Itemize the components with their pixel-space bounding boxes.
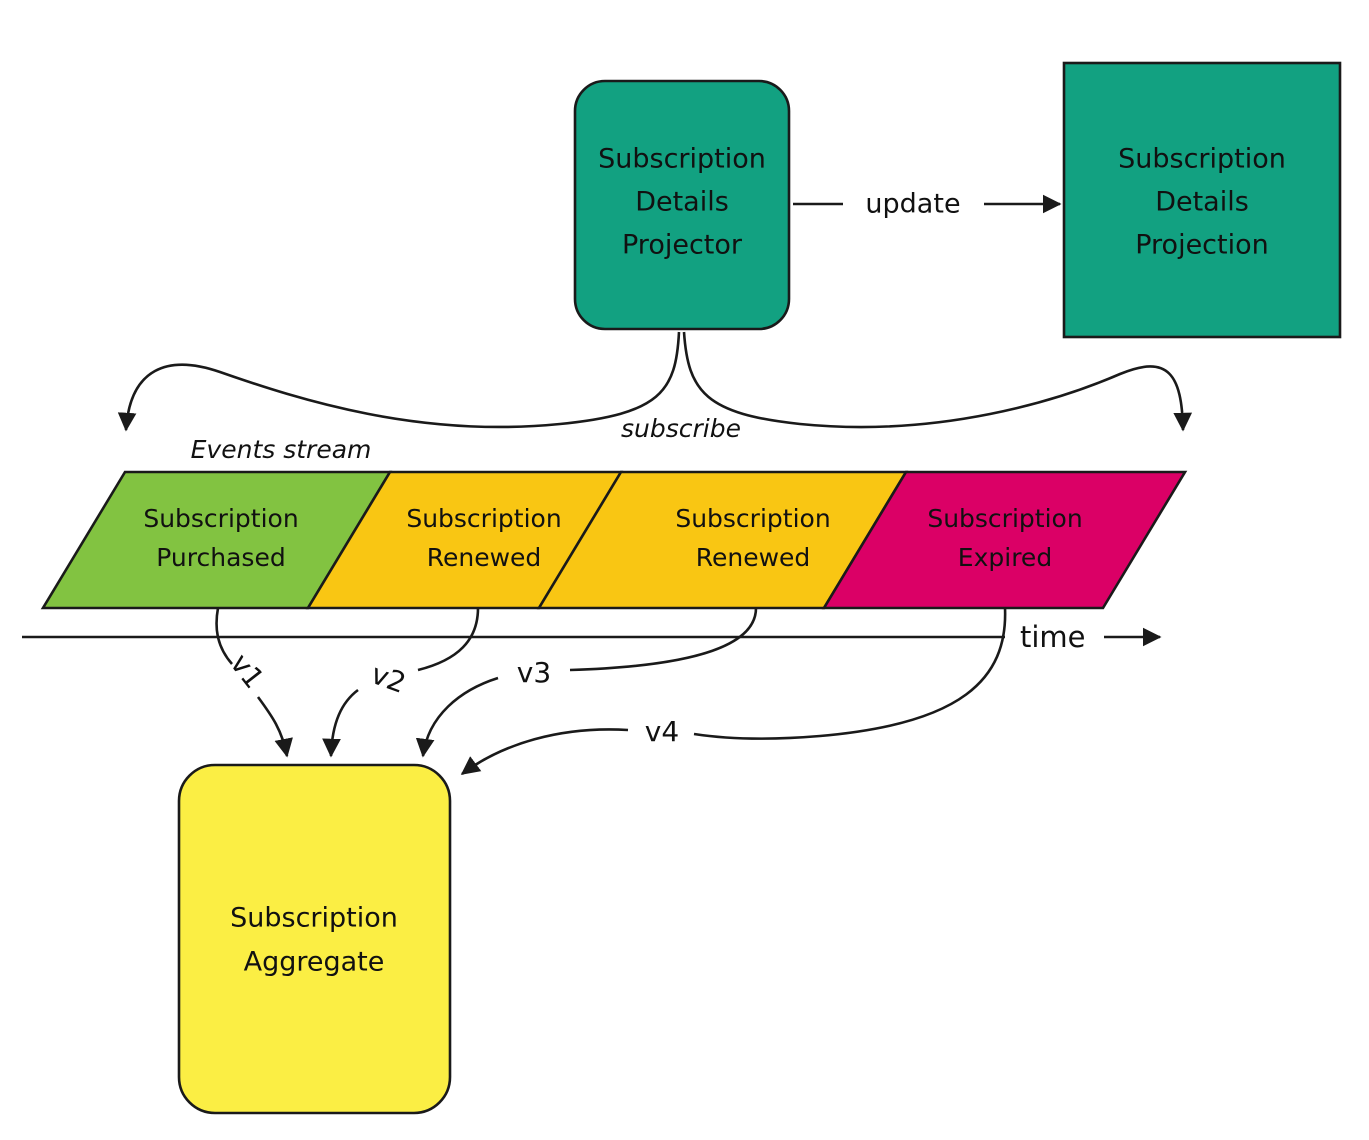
event-2-label-line-2: Renewed xyxy=(427,543,542,572)
event-shape-4[interactable] xyxy=(821,470,1188,610)
aggregate-box[interactable] xyxy=(177,763,452,1115)
v4-label: v4 xyxy=(645,715,679,748)
projection-box[interactable] xyxy=(1062,61,1342,339)
v3-label: v3 xyxy=(517,656,551,689)
event-3-label-line-1: Subscription xyxy=(675,504,830,533)
event-2-label-line-1: Subscription xyxy=(406,504,561,533)
node-subscription-details-projection[interactable]: Subscription Details Projection xyxy=(1062,61,1342,339)
node-subscription-details-projector[interactable]: Subscription Details Projector xyxy=(573,79,791,331)
v1-connector-lower xyxy=(256,696,293,758)
version-connectors: v1 v2 v3 v4 xyxy=(215,607,1007,776)
event-4-label-line-1: Subscription xyxy=(927,504,1082,533)
event-1-label-line-1: Subscription xyxy=(143,504,298,533)
event-segment-subscription-renewed-1[interactable]: Subscription Renewed xyxy=(305,470,624,610)
time-axis-label: time xyxy=(1020,620,1086,654)
projection-label-line-1: Subscription xyxy=(1118,144,1286,175)
projector-label-line-1: Subscription xyxy=(598,144,766,175)
v2-label: v2 xyxy=(367,657,411,700)
v3-connector-upper xyxy=(569,607,758,672)
edge-subscribe: subscribe xyxy=(117,331,1193,443)
projector-box[interactable] xyxy=(573,79,791,331)
event-4-label-line-2: Expired xyxy=(958,543,1052,572)
event-segment-subscription-purchased[interactable]: Subscription Purchased xyxy=(40,470,393,610)
events-stream-caption: Events stream xyxy=(191,435,372,464)
aggregate-label-line-1: Subscription xyxy=(230,903,398,934)
projection-label-line-3: Projection xyxy=(1135,230,1269,261)
update-label: update xyxy=(865,189,960,220)
projector-label-line-3: Projector xyxy=(622,230,743,261)
v2-connector-lower xyxy=(322,688,359,758)
time-axis: time xyxy=(22,620,1162,654)
projection-label-line-2: Details xyxy=(1155,187,1249,218)
v2-connector-upper xyxy=(417,607,480,672)
node-subscription-aggregate[interactable]: Subscription Aggregate xyxy=(177,763,452,1115)
event-3-label-line-2: Renewed xyxy=(696,543,811,572)
v1-label: v1 xyxy=(224,647,271,694)
v4-connector-lower xyxy=(460,728,629,776)
v4-connector-upper xyxy=(693,607,1007,740)
events-stream: Subscription Purchased Subscription Rene… xyxy=(40,470,1188,610)
edge-update: update xyxy=(793,189,1062,220)
v3-connector-lower xyxy=(415,676,499,758)
projector-label-line-2: Details xyxy=(635,187,729,218)
subscribe-label: subscribe xyxy=(621,414,741,443)
event-1-label-line-2: Purchased xyxy=(156,543,285,572)
subscribe-arc-left xyxy=(117,331,681,432)
subscribe-arc-right xyxy=(682,331,1193,432)
v1-connector-upper xyxy=(215,607,233,665)
aggregate-label-line-2: Aggregate xyxy=(244,947,385,978)
event-segment-subscription-expired[interactable]: Subscription Expired xyxy=(821,470,1188,610)
